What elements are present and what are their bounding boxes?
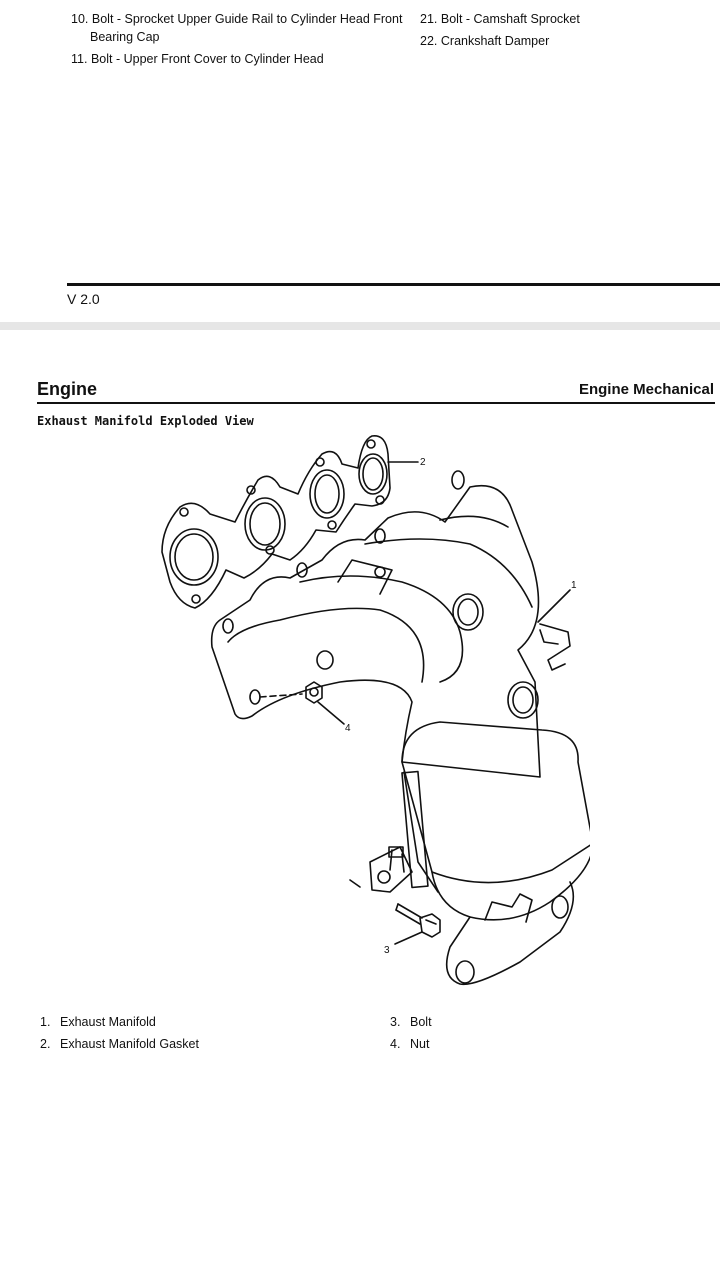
legend-num: 21.: [420, 12, 438, 26]
part-item-1: 1. Exhaust Manifold: [40, 1015, 156, 1029]
part-item-2: 2. Exhaust Manifold Gasket: [40, 1037, 199, 1051]
legend-item-21: 21. Bolt - Camshaft Sprocket: [420, 10, 580, 28]
bolt-part: [349, 879, 441, 938]
legend-item-10: 10. Bolt - Sprocket Upper Guide Rail to …: [71, 10, 402, 28]
callout-3: 3: [384, 945, 390, 956]
section-header: Engine: [37, 379, 98, 399]
footer-rule: [67, 283, 720, 286]
page-title: Exhaust Manifold Exploded View: [37, 414, 254, 428]
part-name: Exhaust Manifold Gasket: [60, 1037, 199, 1051]
chapter-header: Engine Mechanical: [578, 381, 714, 398]
previous-page: 10. Bolt - Sprocket Upper Guide Rail to …: [0, 0, 720, 322]
part-item-3: 3. Bolt: [390, 1015, 432, 1029]
callout-leader-4: [317, 701, 345, 725]
header-rule: [37, 402, 715, 404]
current-page: [0, 330, 720, 1280]
page-separator: [0, 322, 720, 330]
part-name: Nut: [410, 1037, 430, 1051]
callout-2: 2: [420, 457, 426, 468]
callout-leader-1: [537, 589, 571, 623]
part-number: 2.: [40, 1037, 51, 1051]
legend-text: Crankshaft Damper: [440, 34, 550, 48]
legend-item-11: 11. Bolt - Upper Front Cover to Cylinder…: [71, 50, 324, 68]
part-item-4: 4. Nut: [390, 1037, 429, 1051]
part-name: Bolt: [410, 1015, 432, 1029]
catalytic-converter: [369, 721, 590, 986]
nut-part: [259, 681, 323, 704]
part-number: 4.: [390, 1037, 401, 1051]
part-number: 1.: [40, 1015, 51, 1029]
legend-num: 22.: [420, 34, 438, 48]
legend-item-10-continuation: Bearing Cap: [90, 30, 160, 44]
legend-item-22: 22. Crankshaft Damper: [420, 32, 549, 50]
part-number: 3.: [390, 1015, 401, 1029]
legend-text: Bolt - Upper Front Cover to Cylinder Hea…: [90, 52, 324, 66]
part-name: Exhaust Manifold: [60, 1015, 156, 1029]
version-label: V 2.0: [67, 291, 100, 307]
callout-1: 1: [571, 580, 577, 591]
exhaust-manifold-body: [210, 470, 571, 778]
callout-4: 4: [345, 723, 351, 734]
legend-text: Bolt - Sprocket Upper Guide Rail to Cyli…: [91, 12, 403, 26]
callout-leader-3: [394, 931, 423, 945]
legend-num: 10.: [71, 12, 89, 26]
legend-text: Bolt - Camshaft Sprocket: [440, 12, 580, 26]
exhaust-manifold-diagram: 2 1 4 3: [161, 435, 590, 986]
legend-num: 11.: [71, 52, 88, 66]
manifold-gasket: [161, 435, 391, 609]
